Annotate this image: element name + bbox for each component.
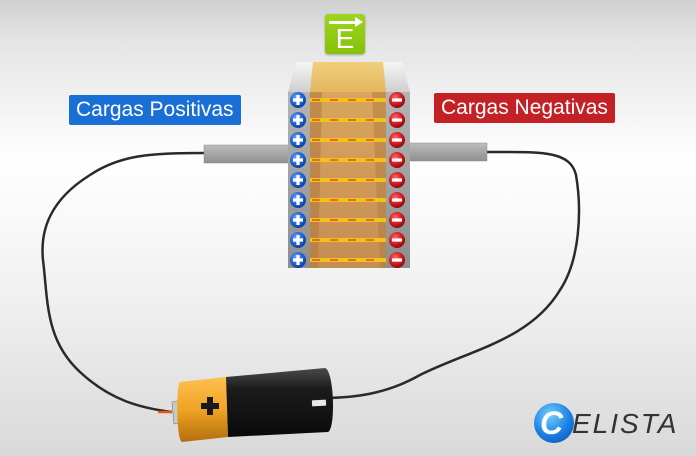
wire-left xyxy=(41,151,206,414)
plus-sign xyxy=(293,175,303,185)
minus-sign xyxy=(392,258,402,262)
plus-sign xyxy=(293,135,303,145)
positive-charge-icon xyxy=(290,132,306,148)
plus-sign xyxy=(293,195,303,205)
wire-right xyxy=(321,150,581,400)
electric-field-letter: E xyxy=(335,23,355,54)
negative-charge-icon xyxy=(389,172,405,188)
positive-charge-icon xyxy=(290,152,306,168)
positive-charge-icon xyxy=(290,192,306,208)
negative-charge-icon xyxy=(389,212,405,228)
negative-charge-icon xyxy=(389,132,405,148)
logo-ball-icon xyxy=(534,403,574,443)
battery xyxy=(171,368,334,442)
positive-charge-icon xyxy=(290,232,306,248)
battery-cap xyxy=(177,377,228,442)
minus-sign xyxy=(392,118,402,122)
plus-sign xyxy=(293,255,303,265)
plus-sign xyxy=(293,215,303,225)
positive-charge-icon xyxy=(290,172,306,188)
battery-plus-icon xyxy=(201,397,219,415)
minus-sign xyxy=(392,138,402,142)
negative-charge-icon xyxy=(389,152,405,168)
plus-sign xyxy=(293,115,303,125)
positive-charges-label: Cargas Positivas xyxy=(69,95,241,125)
capacitor xyxy=(288,62,410,268)
lead-left xyxy=(203,144,290,164)
negative-charge-icon xyxy=(389,112,405,128)
negative-charge-icon xyxy=(389,92,405,108)
battery-body xyxy=(226,368,334,437)
battery-minus-mark xyxy=(311,399,327,407)
minus-sign xyxy=(392,198,402,202)
positive-charge-icon xyxy=(290,212,306,228)
minus-sign xyxy=(392,178,402,182)
negative-charges-label: Cargas Negativas xyxy=(434,93,615,123)
minus-sign xyxy=(392,98,402,102)
minus-sign xyxy=(392,158,402,162)
vector-arrow-icon xyxy=(329,17,363,27)
plus-sign xyxy=(293,95,303,105)
minus-sign xyxy=(392,238,402,242)
positive-charge-icon xyxy=(290,112,306,128)
negative-charge-icon xyxy=(389,192,405,208)
lead-right xyxy=(403,142,488,162)
logo-initial: C xyxy=(540,405,564,441)
negative-charge-icon xyxy=(389,232,405,248)
plus-sign xyxy=(293,235,303,245)
logo-text: ELISTA xyxy=(572,408,679,439)
positive-charge-icon xyxy=(290,92,306,108)
negative-charge-icon xyxy=(389,252,405,268)
positive-charge-icon xyxy=(290,252,306,268)
electric-field-badge: E xyxy=(325,14,365,54)
minus-sign xyxy=(392,218,402,222)
plus-sign xyxy=(293,155,303,165)
celista-logo: C ELISTA xyxy=(534,403,694,447)
dielectric-top xyxy=(310,62,386,92)
